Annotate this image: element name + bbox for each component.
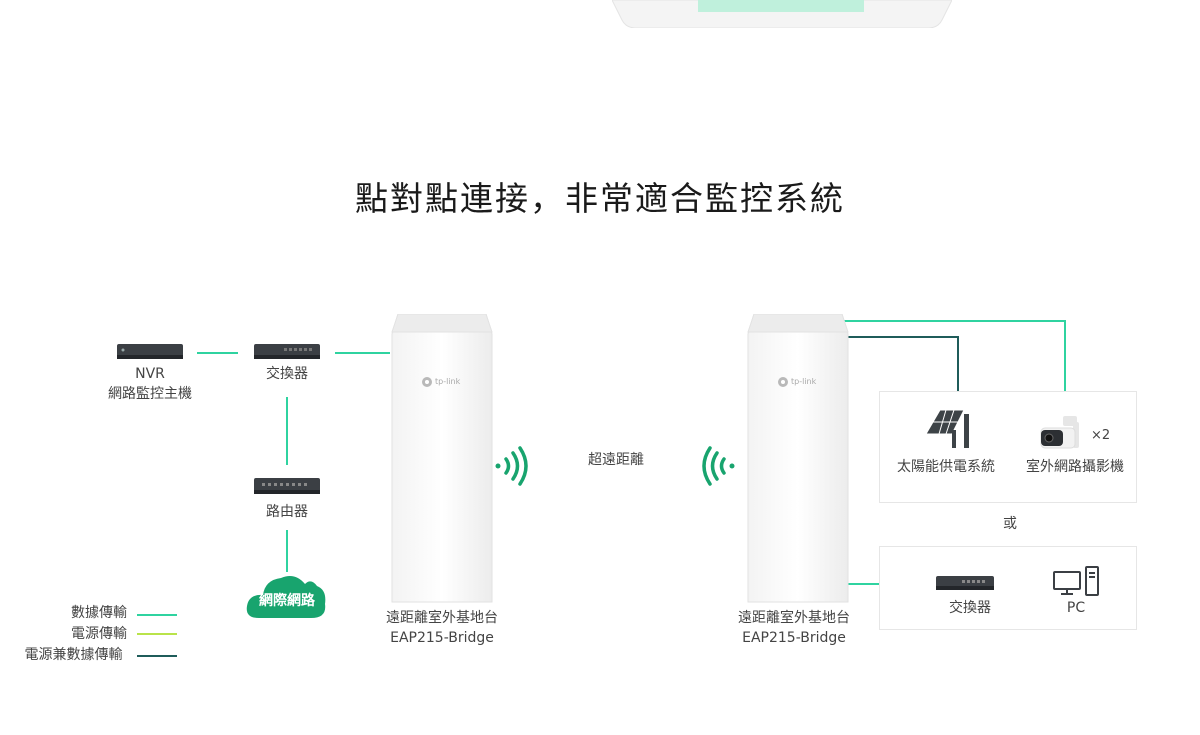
left-ap-logo-icon [421, 376, 433, 388]
right-ap-label-2: EAP215-Bridge [742, 630, 846, 646]
camera-label: 室外網路攝影機 [1026, 459, 1124, 475]
legend-data-label: 數據傳輸 [71, 605, 127, 621]
switch-device-icon [254, 344, 320, 360]
nvr-sub-label: 網路監控主機 [108, 386, 192, 402]
right-ap-label-1: 遠距離室外基地台 [738, 610, 850, 626]
switch-pc-box [879, 546, 1137, 630]
right-ap-logo-icon [777, 376, 789, 388]
legend-power-label: 電源傳輸 [71, 626, 127, 642]
pc-label: PC [1066, 600, 1086, 616]
switch2-device-icon [936, 576, 994, 592]
solar-panel-icon [922, 408, 976, 448]
solar-label: 太陽能供電系統 [897, 459, 995, 475]
left-ap-device [390, 314, 494, 604]
switch2-label: 交換器 [949, 600, 991, 616]
left-ap-logo-text: tp-link [435, 377, 461, 386]
switch-label: 交換器 [266, 366, 308, 382]
internet-cloud-icon [245, 568, 327, 620]
right-ap-device [746, 314, 850, 604]
nvr-device-icon [117, 344, 183, 360]
pc-icon [1052, 565, 1100, 597]
router-device-icon [254, 478, 320, 496]
solar-camera-box [879, 391, 1137, 503]
line-ap-solar [846, 336, 959, 414]
internet-label: 網際網路 [259, 593, 315, 609]
wireless-signal-right-icon [494, 446, 528, 486]
wireless-signal-left-icon [700, 446, 736, 486]
line-ap-camera [834, 320, 1066, 418]
nvr-label: NVR [135, 366, 165, 382]
router-label: 路由器 [266, 504, 308, 520]
or-label: 或 [1003, 516, 1017, 532]
camera-count: ×2 [1091, 428, 1111, 443]
distance-label: 超遠距離 [588, 452, 644, 468]
left-ap-label-1: 遠距離室外基地台 [386, 610, 498, 626]
left-ap-label-2: EAP215-Bridge [390, 630, 494, 646]
camera-icon [1039, 414, 1087, 452]
right-ap-logo-text: tp-link [791, 377, 817, 386]
page-title: 點對點連接，非常適合監控系統 [355, 179, 845, 218]
legend-poe-label: 電源兼數據傳輸 [24, 647, 123, 663]
top-device-remnant [612, 0, 952, 28]
top-device-shape [612, 0, 952, 28]
